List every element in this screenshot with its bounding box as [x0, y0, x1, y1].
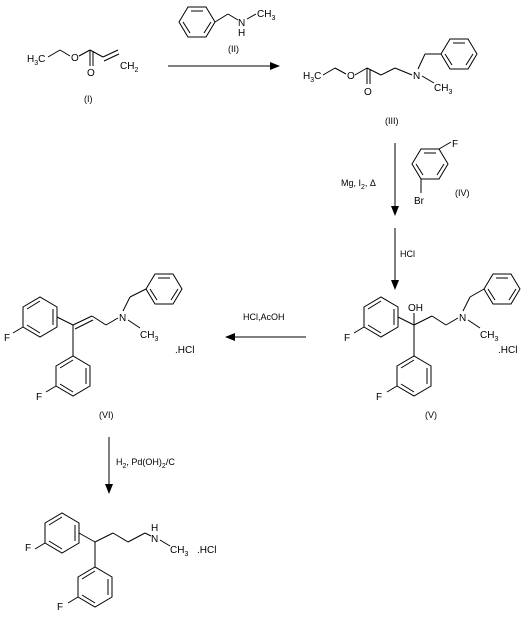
compound-VI-salt: .HCl [175, 345, 194, 356]
atom-nh-n-label: N [238, 18, 245, 29]
reaction-arrow-3: HCl [391, 228, 415, 290]
atom-n-label: N [119, 313, 126, 324]
atom-f-lower-label: F [376, 392, 382, 403]
atom-nh-h-label: H [238, 28, 245, 39]
atom-f-lower-label: F [36, 392, 42, 403]
compound-I-structure: H3C O O CH2 (I) [27, 49, 138, 104]
compound-VI-label: (VI) [99, 410, 114, 420]
compound-V-label: (V) [425, 410, 437, 420]
atom-nh-n-label: N [151, 534, 158, 545]
condition-mg-i2: Mg, I2, Δ [341, 178, 376, 191]
compound-II-structure: N H CH3 (II) [178, 6, 275, 54]
atom-ch3-label: CH3 [434, 83, 452, 96]
atom-carbonyl-o-label: O [364, 87, 372, 98]
reaction-arrow-4: HCl,AcOH [225, 312, 306, 341]
atom-ester-o-label: O [71, 53, 79, 64]
atom-ch2-label: CH2 [120, 61, 138, 74]
atom-f-upper-label: F [25, 543, 31, 554]
atom-oh-label: OH [408, 303, 423, 314]
compound-V-salt: .HCl [498, 345, 517, 356]
atom-carbonyl-o-label: O [87, 68, 95, 79]
compound-I-label: (I) [84, 94, 93, 104]
atom-f-lower-label: F [57, 602, 63, 613]
atom-ester-o-label: O [347, 71, 355, 82]
condition-h2-pd: H2, Pd(OH)2/C [116, 457, 175, 470]
atom-n-label: N [413, 71, 420, 82]
reaction-arrow-5: H2, Pd(OH)2/C [105, 437, 175, 494]
compound-V-structure: F OH F N CH3 .HCl (V) [344, 273, 521, 420]
compound-IV-label: (IV) [455, 188, 470, 198]
product-salt: .HCl [197, 545, 216, 556]
atom-nh-h-label: H [151, 523, 158, 534]
atom-h3c-label: H3C [27, 54, 45, 67]
atom-f-upper-label: F [344, 333, 350, 344]
compound-III-label: (III) [385, 116, 399, 126]
atom-ch3-label: CH3 [170, 545, 188, 558]
atom-f-upper-label: F [4, 333, 10, 344]
condition-hcl: HCl [400, 249, 415, 259]
condition-hcl-acoh: HCl,AcOH [243, 312, 285, 322]
atom-n-label: N [459, 313, 466, 324]
compound-II-label: (II) [228, 44, 239, 54]
atom-f-label: F [452, 139, 458, 150]
atom-h3c-label: H3C [303, 71, 321, 84]
atom-ch3-label: CH3 [140, 330, 158, 343]
atom-ch3-label: CH3 [480, 330, 498, 343]
compound-IV-structure: F Br (IV) [411, 139, 470, 207]
reaction-arrow-2: Mg, I2, Δ [341, 143, 399, 216]
reaction-arrow-1 [168, 62, 280, 70]
compound-VI-structure: F F N CH3 .HCl (VI) [4, 273, 194, 420]
atom-ch3-label: CH3 [257, 9, 275, 22]
atom-br-label: Br [414, 196, 425, 207]
product-structure: F F N H CH3 .HCl [25, 512, 216, 613]
compound-III-structure: H3C O O N CH3 (III) [303, 38, 478, 126]
